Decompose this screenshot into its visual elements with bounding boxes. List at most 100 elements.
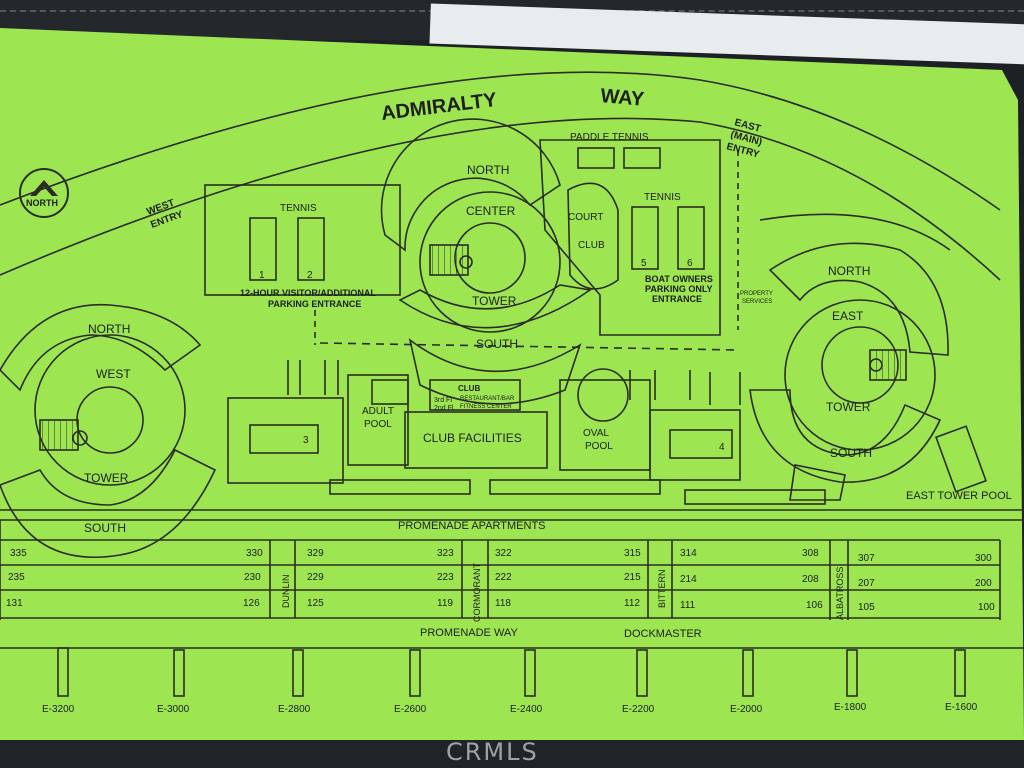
dockmaster-label: DOCKMASTER bbox=[624, 628, 702, 640]
dock-e2600 bbox=[409, 649, 421, 697]
oval-pool-label-b: POOL bbox=[585, 441, 613, 452]
apt-unit: 229 bbox=[307, 572, 324, 583]
way-street-name: WAY bbox=[600, 85, 646, 111]
car-seat-bottom bbox=[0, 735, 1024, 768]
apt-block-5: 307 300 207 200 105 100 bbox=[858, 553, 995, 613]
building-bar-3 bbox=[684, 489, 826, 505]
apt-unit: 111 bbox=[680, 600, 696, 611]
drive-path bbox=[319, 342, 741, 351]
east-tower-pool-label: EAST TOWER POOL bbox=[906, 490, 1012, 502]
tennis-court-5 bbox=[631, 206, 659, 270]
apt-block-3: 322 315 222 215 118 112 bbox=[495, 548, 641, 609]
property-services-label-b: SERVICES bbox=[742, 299, 772, 305]
east-tower bbox=[749, 213, 951, 501]
club-facilities-label: CLUB FACILITIES bbox=[423, 431, 522, 445]
apt-unit: 308 bbox=[802, 548, 819, 559]
dock-label: E-1600 bbox=[945, 702, 978, 713]
club-floor-2: 2nd Fl bbox=[434, 405, 454, 412]
club-title: CLUB bbox=[458, 384, 480, 393]
apt-unit: 330 bbox=[246, 548, 263, 559]
center-south-label: SOUTH bbox=[476, 337, 518, 351]
paddle-tennis-area bbox=[539, 139, 721, 336]
apt-unit: 118 bbox=[495, 598, 511, 609]
apt-unit: 131 bbox=[6, 598, 23, 609]
adult-pool-label-a: ADULT bbox=[362, 406, 394, 417]
apt-unit: 207 bbox=[858, 578, 875, 589]
court-4-area bbox=[649, 409, 741, 481]
center-tower-name-b: TOWER bbox=[472, 294, 517, 308]
promenade-walk bbox=[0, 509, 1024, 521]
apt-unit: 208 bbox=[802, 574, 819, 585]
apt-unit: 322 bbox=[495, 548, 512, 559]
north-badge-label: NORTH bbox=[26, 198, 58, 208]
admiralty-way-road-lower bbox=[0, 117, 1001, 281]
tennis-court-6 bbox=[677, 206, 705, 270]
building-bar-1 bbox=[329, 479, 471, 495]
dunlin-street: DUNLIN bbox=[281, 574, 291, 608]
tennis-west-area bbox=[204, 184, 401, 296]
boat-owners-label-b: PARKING ONLY bbox=[645, 284, 713, 294]
apt-unit: 214 bbox=[680, 574, 697, 585]
apt-unit: 200 bbox=[975, 578, 992, 589]
dock-e2200 bbox=[636, 649, 648, 697]
center-tower bbox=[380, 118, 593, 405]
court-club-building bbox=[567, 182, 619, 290]
tennis-west-label: TENNIS bbox=[280, 203, 317, 214]
dock-label: E-2000 bbox=[730, 704, 763, 715]
west-tower bbox=[0, 303, 217, 559]
dock-e1600 bbox=[954, 649, 966, 697]
apt-unit: 126 bbox=[243, 598, 260, 609]
apt-unit: 223 bbox=[437, 572, 454, 583]
admiralty-way-road-upper bbox=[0, 71, 1001, 211]
visitor-parking-label-b: PARKING ENTRANCE bbox=[268, 299, 361, 309]
court-4-number: 4 bbox=[719, 442, 725, 453]
club-building bbox=[429, 379, 521, 411]
apt-unit: 119 bbox=[437, 598, 453, 609]
dock-label: E-3200 bbox=[42, 704, 75, 715]
center-tower-name-a: CENTER bbox=[466, 204, 516, 218]
apt-unit: 307 bbox=[858, 553, 875, 564]
club-facilities-building bbox=[404, 411, 548, 469]
court-3-area bbox=[227, 397, 344, 484]
apt-unit: 335 bbox=[10, 548, 27, 559]
adult-pool-water bbox=[371, 379, 409, 405]
west-tower-name-b: TOWER bbox=[84, 471, 129, 485]
apt-unit: 235 bbox=[8, 572, 25, 583]
club-line-1: RESTAURANT/BAR bbox=[460, 396, 515, 402]
apt-block-1: 335 330 235 230 131 126 bbox=[6, 548, 263, 609]
property-services-label-a: PROPERTY bbox=[740, 291, 773, 297]
apt-unit: 100 bbox=[978, 602, 995, 613]
tennis-court-2-number: 2 bbox=[307, 270, 313, 281]
apt-unit: 323 bbox=[437, 548, 454, 559]
bittern-street: BITTERN bbox=[657, 569, 667, 608]
west-north-label: NORTH bbox=[88, 322, 130, 336]
dock-e2000 bbox=[742, 649, 754, 697]
apt-unit: 215 bbox=[624, 572, 641, 583]
apt-unit: 106 bbox=[806, 600, 823, 611]
boat-owners-label-c: ENTRANCE bbox=[652, 294, 702, 304]
court-club-label-a: COURT bbox=[568, 212, 603, 223]
west-tower-name-a: WEST bbox=[96, 367, 131, 381]
court-club-label-b: CLUB bbox=[578, 240, 605, 251]
tennis-court-4 bbox=[669, 429, 733, 459]
dock-e2400 bbox=[524, 649, 536, 697]
club-line-2: FITNESS CENTER bbox=[460, 404, 512, 410]
center-north-label: NORTH bbox=[467, 163, 509, 177]
apt-unit: 314 bbox=[680, 548, 697, 559]
apt-unit: 315 bbox=[624, 548, 641, 559]
paddle-court-b bbox=[623, 147, 661, 169]
dock-label: E-2600 bbox=[394, 704, 427, 715]
apt-unit: 329 bbox=[307, 548, 324, 559]
oval-pool-water bbox=[577, 368, 629, 422]
tennis-east-label: TENNIS bbox=[644, 192, 681, 203]
albatross-street: ALBATROSS bbox=[835, 567, 845, 620]
club-floor-3: 3rd Fl bbox=[434, 397, 452, 404]
tennis-court-5-number: 5 bbox=[641, 258, 647, 269]
dock-label: E-3000 bbox=[157, 704, 190, 715]
apt-unit: 300 bbox=[975, 553, 992, 564]
apt-block-2: 329 323 229 223 125 119 bbox=[307, 548, 454, 609]
promenade-way-label: PROMENADE WAY bbox=[420, 627, 518, 639]
adult-pool-label-b: POOL bbox=[364, 419, 392, 430]
dock-label: E-2200 bbox=[622, 704, 655, 715]
